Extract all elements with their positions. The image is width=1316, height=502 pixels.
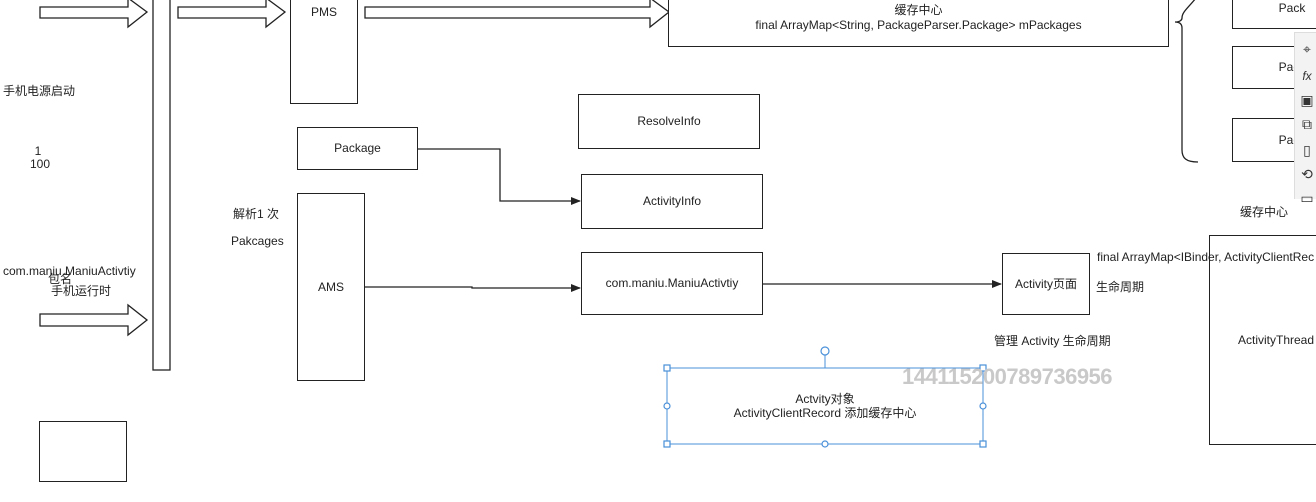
activityinfo-label: ActivityInfo: [642, 194, 702, 208]
edge-ams-maniu: [365, 284, 581, 292]
selected-line-1: Actvity对象: [795, 392, 855, 406]
curly-brace: [1174, 0, 1199, 163]
resolveinfo-label: ResolveInfo: [637, 114, 701, 128]
manage-lifecycle-label: 管理 Activity 生命周期: [994, 334, 1111, 348]
parse-once-label: 解析1 次: [233, 207, 280, 221]
edge-package-activityinfo: [418, 148, 581, 205]
selected-activity-record-node[interactable]: Actvity对象 ActivityClientRecord 添加缓存中心: [667, 368, 983, 444]
crosshair-icon[interactable]: ⌖: [1303, 41, 1311, 57]
num-100-label: 100: [29, 157, 51, 171]
maniu-activity-node[interactable]: com.maniu.ManiuActivtiy: [581, 252, 763, 315]
activity-page-label: Activity页面: [1014, 276, 1077, 291]
activity-thread-label: ActivityThread: [1238, 332, 1315, 347]
cache-packages-label: final ArrayMap<String, PackageParser.Pac…: [755, 17, 1082, 32]
cache-packages-node[interactable]: 缓存中心 final ArrayMap<String, PackageParse…: [668, 0, 1169, 47]
pack-node-1[interactable]: Pack: [1232, 0, 1316, 29]
activityinfo-node[interactable]: ActivityInfo: [581, 174, 763, 229]
pms-node[interactable]: PMS: [290, 0, 358, 104]
maniu-activity-label: com.maniu.ManiuActivtiy: [605, 276, 739, 290]
ams-label: AMS: [317, 279, 344, 294]
pack-label-1: Pack: [1278, 1, 1306, 15]
pkg-name-label: 包名: [47, 272, 72, 286]
hollow-arrow-top-mid: [177, 0, 287, 29]
vertical-bar: [152, 0, 171, 371]
history-icon[interactable]: ⟲: [1301, 166, 1313, 182]
package-node[interactable]: Package: [297, 127, 418, 170]
pms-label: PMS: [310, 5, 337, 19]
right-toolbar: ⌖ fx ▣ ⧉ ▯ ⟲ ▭: [1294, 32, 1316, 206]
runtime-label: 手机运行时: [51, 284, 112, 298]
copy-icon[interactable]: ⧉: [1302, 116, 1312, 132]
cache-center-label: 缓存中心: [1240, 205, 1289, 219]
package-label: Package: [334, 141, 381, 155]
hollow-arrow-bottom-left: [39, 303, 149, 337]
rotate-handle: [820, 346, 830, 356]
formula-icon[interactable]: fx: [1302, 69, 1312, 83]
selected-line-2: ActivityClientRecord 添加缓存中心: [733, 406, 917, 420]
watermark-id: 144115200789736956: [902, 364, 1113, 389]
num-1-label: 1: [34, 144, 42, 158]
hollow-arrow-pms-cache: [364, 0, 671, 29]
pakcages-label: Pakcages: [231, 234, 284, 248]
page-icon[interactable]: ▯: [1303, 142, 1311, 158]
frame-icon[interactable]: ▣: [1300, 92, 1314, 108]
comment-icon[interactable]: ▭: [1300, 190, 1314, 206]
ams-node[interactable]: AMS: [297, 193, 365, 381]
cache-client-label: final ArrayMap<IBinder, ActivityClientRe…: [1097, 250, 1315, 264]
resolveinfo-node[interactable]: ResolveInfo: [578, 94, 760, 149]
power-on-label: 手机电源启动: [3, 84, 76, 98]
pkg-value-label: com.maniu.ManiuActivtiy: [3, 264, 136, 278]
activity-page-node[interactable]: Activity页面: [1002, 253, 1090, 315]
cache-packages-title: 缓存中心: [894, 2, 943, 17]
hollow-arrow-top-left: [39, 0, 149, 29]
activity-thread-node[interactable]: ActivityThread: [1209, 235, 1316, 445]
resize-handles: [663, 364, 987, 448]
lifecycle-label: 生命周期: [1096, 280, 1145, 294]
empty-node[interactable]: [39, 421, 127, 482]
